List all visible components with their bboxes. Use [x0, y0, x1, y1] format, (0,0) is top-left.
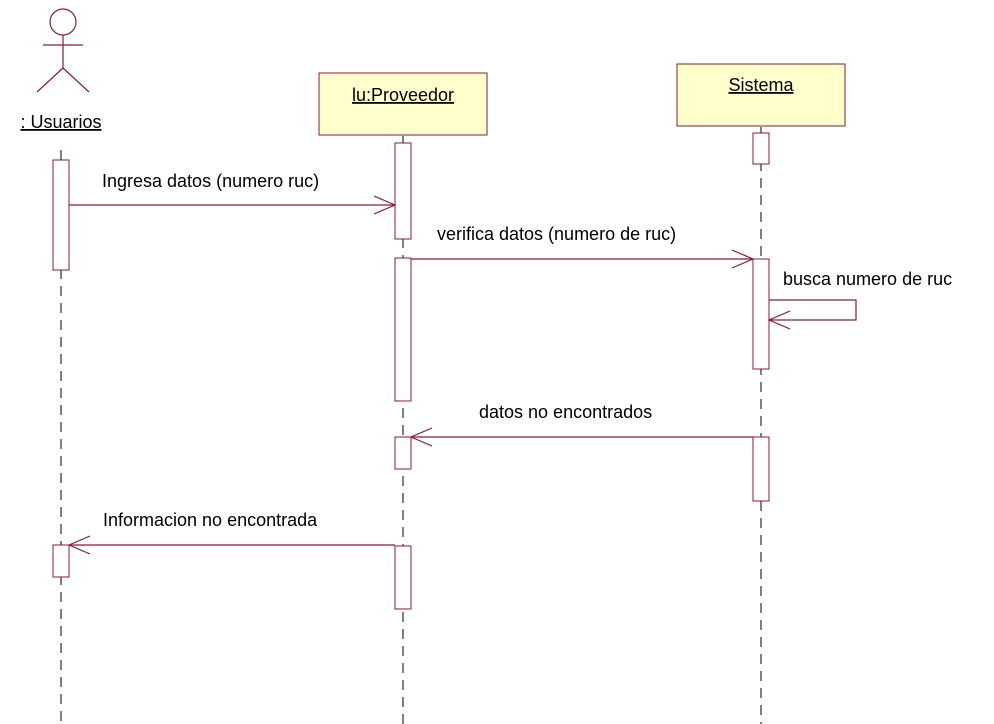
arrowhead-icon — [767, 310, 791, 330]
object-proveedor-box — [318, 72, 488, 136]
activation-sistema-1 — [752, 132, 770, 165]
activation-sistema-3 — [752, 436, 770, 502]
message-informacion-no-encontrada: Informacion no encontrada — [67, 510, 395, 555]
arrowhead-icon — [67, 535, 91, 555]
activation-proveedor-3 — [394, 436, 412, 470]
actor-usuarios-label: : Usuarios — [20, 112, 101, 132]
object-sistema-box — [676, 63, 846, 127]
object-proveedor: lu:Proveedor — [318, 72, 488, 136]
message-busca-numero-de-ruc: busca numero de ruc — [767, 269, 952, 330]
message-label: verifica datos (numero de ruc) — [437, 224, 676, 244]
message-datos-no-encontrados: datos no encontrados — [409, 402, 753, 447]
message-label: Informacion no encontrada — [103, 510, 318, 530]
activation-usuarios-1 — [52, 159, 70, 271]
object-sistema-label: Sistema — [728, 75, 794, 95]
self-message-loop — [769, 299, 857, 321]
activation-proveedor-4 — [394, 545, 412, 610]
arrowhead-icon — [373, 195, 397, 215]
message-label: busca numero de ruc — [783, 269, 952, 289]
stick-figure-actor-icon — [36, 8, 90, 93]
message-verifica-datos: verifica datos (numero de ruc) — [411, 224, 755, 269]
message-ingresa-datos: Ingresa datos (numero ruc) — [69, 171, 397, 215]
object-sistema: Sistema — [676, 63, 846, 127]
activation-proveedor-1 — [394, 142, 412, 240]
message-label: Ingresa datos (numero ruc) — [102, 171, 319, 191]
arrowhead-icon — [409, 427, 433, 447]
activation-sistema-2 — [752, 258, 770, 370]
arrowhead-icon — [731, 249, 755, 269]
message-label: datos no encontrados — [479, 402, 652, 422]
object-proveedor-label: lu:Proveedor — [352, 85, 454, 105]
activation-usuarios-2 — [52, 544, 70, 578]
activation-proveedor-2 — [394, 257, 412, 402]
actor-usuarios: : Usuarios — [20, 8, 102, 132]
